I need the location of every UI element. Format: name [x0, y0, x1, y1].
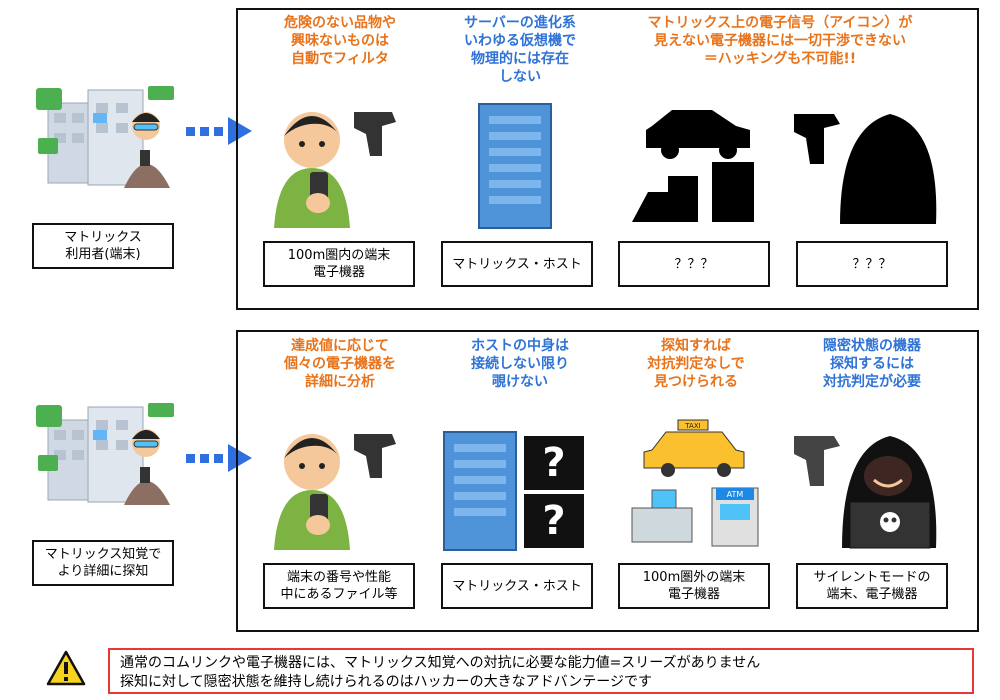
row2-col2-caption: ホストの中身は 接続しない限り 覗けない [440, 337, 600, 391]
row1-col1-caption: 危険のない品物や 興味ないものは 自動でフィルタ [260, 14, 420, 68]
caption-line: 物理的には存在 [471, 51, 569, 67]
box-line: 中にあるファイル等 [280, 587, 398, 602]
row1-col2-box: マトリックス・ホスト [441, 241, 593, 287]
caption-line: 探知すれば [661, 338, 731, 354]
row2-col4-caption: 隠密状態の機器 探知するには 対抗判定が必要 [794, 337, 950, 391]
caption-line: マトリックス上の電子信号（アイコン）が [647, 15, 913, 31]
taxi-sign: TAXI [684, 422, 700, 430]
row2-col1-caption: 達成値に応じて 個々の電子機器を 詳細に分析 [260, 337, 420, 391]
caption-line: 危険のない品物や [284, 15, 396, 31]
row1-hacker-silhouette [794, 114, 937, 224]
row1-col2-caption: サーバーの進化系 いわゆる仮想機で 物理的には存在 しない [440, 14, 600, 86]
caption-line: いわゆる仮想機で [464, 33, 576, 49]
row2-hooded-hacker-illustration [794, 436, 937, 549]
row1-server-illustration [478, 103, 552, 229]
caption-line: 隠密状態の機器 [823, 338, 921, 354]
footer-line: 通常のコムリンクや電子機器には、マトリックス知覚への対抗に必要な能力値=スリーズ… [120, 655, 761, 671]
box-line: マトリックス・ホスト [452, 256, 582, 272]
caption-line: しない [499, 69, 541, 85]
caption-line: 個々の電子機器を [284, 356, 396, 372]
row1-phone-user-illustration [274, 112, 396, 228]
box-line: 100m圏内の端末 [287, 248, 391, 263]
row1-user-label: マトリックス 利用者(端末) [32, 223, 174, 269]
caption-line: 接続しない限り [471, 356, 569, 372]
svg-text:?: ? [542, 440, 565, 486]
svg-text:?: ? [542, 498, 565, 544]
row1-hidden-devices-silhouette [632, 110, 754, 222]
caption-line: 詳細に分析 [305, 374, 375, 390]
caption-line: 対抗判定が必要 [823, 374, 921, 390]
caption-line: 覗けない [492, 374, 548, 390]
footer-line: 探知に対して隠密状態を維持し続けられるのはハッカーの大きなアドバンテージです [120, 674, 652, 690]
footer-note: 通常のコムリンクや電子機器には、マトリックス知覚への対抗に必要な能力値=スリーズ… [108, 648, 974, 694]
box-line: ？？？ [674, 256, 714, 272]
row1-col1-box: 100m圏内の端末 電子機器 [263, 241, 415, 287]
caption-line: サーバーの進化系 [464, 15, 576, 31]
row1-panel [236, 8, 979, 310]
row1-col3-box: ？？？ [618, 241, 770, 287]
row2-user-label-line1: マトリックス知覚で [44, 547, 162, 562]
caption-line: 探知するには [830, 356, 914, 372]
row1-arrow [186, 117, 252, 145]
caption-line: 対抗判定なしで [647, 356, 745, 372]
row1-col3-caption: マトリックス上の電子信号（アイコン）が 見えない電子機器には一切干渉できない ＝… [610, 14, 950, 68]
row2-col1-box: 端末の番号や性能 中にあるファイル等 [263, 563, 415, 609]
row2-user-label: マトリックス知覚で より詳細に探知 [32, 540, 174, 586]
matrix-perception-user-illustration [36, 403, 174, 505]
caption-line: ホストの中身は [471, 338, 569, 354]
row1-col4-box: ？？？ [796, 241, 948, 287]
atm-sign: ATM [727, 490, 744, 499]
box-line: 端末の番号や性能 [286, 570, 391, 585]
box-line: 電子機器 [667, 587, 720, 602]
caption-line: 見えない電子機器には一切干渉できない [654, 33, 906, 49]
row2-col2-box: マトリックス・ホスト [441, 563, 593, 609]
row2-col3-box: 100m圏外の端末 電子機器 [618, 563, 770, 609]
box-line: 100m圏外の端末 [642, 570, 746, 585]
box-line: 端末、電子機器 [826, 587, 918, 602]
row1-user-label-line2: 利用者(端末) [65, 247, 141, 262]
caption-line: 達成値に応じて [291, 338, 389, 354]
box-line: ？？？ [852, 256, 892, 272]
box-line: サイレントモードの [813, 570, 931, 585]
warning-icon [46, 650, 86, 686]
caption-line: ＝ハッキングも不可能!! [703, 51, 857, 67]
box-line: 電子機器 [312, 265, 365, 280]
box-line: マトリックス・ホスト [452, 578, 582, 594]
caption-line: 見つけられる [654, 374, 738, 390]
row2-col3-caption: 探知すれば 対抗判定なしで 見つけられる [618, 337, 774, 391]
row2-taxi-register-atm-illustration: TAXI ATM [631, 419, 759, 547]
row2-panel [236, 330, 979, 632]
matrix-user-illustration [36, 86, 174, 188]
caption-line: 興味ないものは [291, 33, 389, 49]
row2-server-mystery-illustration: ? ? [443, 431, 584, 551]
row2-user-label-line2: より詳細に探知 [57, 564, 149, 579]
row1-user-label-line1: マトリックス [64, 230, 142, 245]
row2-arrow [186, 444, 252, 472]
row2-phone-user-illustration [274, 434, 396, 550]
row2-col4-box: サイレントモードの 端末、電子機器 [796, 563, 948, 609]
caption-line: 自動でフィルタ [291, 51, 389, 67]
